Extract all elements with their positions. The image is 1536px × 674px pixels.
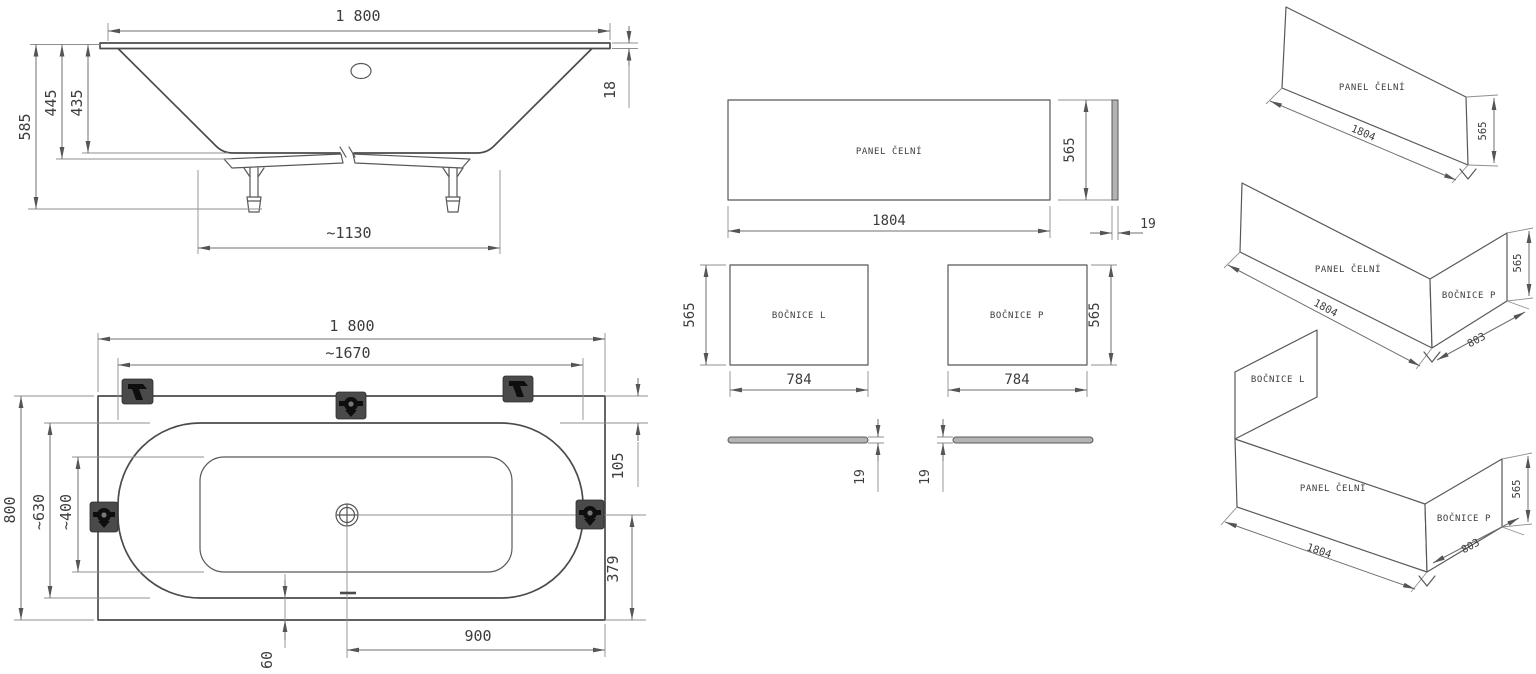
dim-plan-length: 1 800 — [97, 317, 606, 392]
foot-left — [243, 167, 265, 213]
bathtub-well — [199, 456, 513, 573]
dim-side-right-width: 784 — [947, 371, 1088, 397]
support-pad-right — [352, 153, 471, 169]
dim-rim-thickness: 18 — [601, 26, 638, 108]
front-panel-view: PANEL ČELNÍ 1804 565 19 — [727, 99, 1156, 240]
dim-side-left-width: 784 — [729, 371, 869, 397]
dim-front-panel-thickness: 19 — [1090, 206, 1156, 240]
dim-19-text: 19 — [1140, 217, 1156, 232]
plan-view: 1 800 ~1670 800 ~630 ~400 — [1, 317, 648, 669]
side-panel-right-outline — [947, 264, 1088, 366]
dim-side-left-height: 565 — [682, 264, 726, 366]
dim-feet-spacing: ~1130 — [197, 170, 501, 254]
dim-19-right-text: 19 — [918, 469, 933, 485]
left-edge-strip — [727, 436, 869, 444]
iso-front-panel: PANEL ČELNÍ 1804 565 — [1265, 6, 1499, 184]
dim-front-panel-width: 1804 — [727, 206, 1051, 238]
iso3-left-face — [1234, 329, 1318, 440]
dim-105-text: 105 — [609, 452, 627, 479]
iso3-left-label: BOČNICE L — [1251, 373, 1305, 385]
dim-rim-length: ~1670 — [117, 344, 584, 420]
dim-1804-text: 1804 — [872, 213, 906, 229]
bathtub-outer-edge — [97, 395, 606, 621]
dim-plan-1800-text: 1 800 — [329, 317, 374, 335]
dim-1130-text: ~1130 — [326, 224, 371, 242]
side-panel-left-outline — [729, 264, 869, 366]
side-panel-right-view: BOČNICE P 565 784 — [947, 264, 1117, 397]
iso2-corner-notch — [1423, 351, 1441, 363]
dim-side-right-height: 565 — [1087, 264, 1117, 366]
dim-bottom-gap: 60 — [258, 574, 288, 669]
side-panel-left-view: BOČNICE L 565 784 — [682, 264, 869, 397]
iso1-front-label: PANEL ČELNÍ — [1339, 81, 1405, 93]
dim-445-text: 445 — [42, 89, 60, 116]
dim-18-text: 18 — [601, 81, 619, 99]
iso-front-right-assembly: PANEL ČELNÍ BOČNICE P 1804 565 803 — [1223, 182, 1534, 370]
mounting-clip-left-middle — [89, 501, 119, 533]
dim-edge-gap: 105 — [560, 378, 648, 487]
dim-plan-width: 800 — [1, 395, 94, 621]
dim-630-text: ~630 — [30, 494, 48, 530]
bathtub-rim — [99, 42, 611, 50]
dim-drain-to-edge: 379 — [604, 515, 646, 621]
dim-front-panel-height: 565 — [1058, 99, 1112, 201]
dim-side-length-text: 1 800 — [335, 7, 380, 25]
iso1-corner-notch — [1459, 168, 1477, 180]
side-panel-right-edge-view: 19 — [918, 419, 1094, 492]
support-pad-left — [223, 153, 344, 169]
bathtub-shell-right — [353, 47, 593, 154]
dim-19-left-text: 19 — [853, 469, 868, 485]
dim-585-text: 585 — [16, 113, 34, 140]
iso2-front-label: PANEL ČELNÍ — [1315, 263, 1381, 275]
iso3-corner-notch — [1418, 575, 1436, 587]
dim-565-text: 565 — [1062, 137, 1078, 162]
dim-well-width: ~400 — [57, 456, 204, 573]
iso3-front-label: PANEL ČELNÍ — [1300, 482, 1366, 494]
dim-900-text: 900 — [464, 627, 491, 645]
dim-784-left-text: 784 — [786, 372, 811, 388]
dim-784-right-text: 784 — [1004, 372, 1029, 388]
iso-full-assembly: BOČNICE L PANEL ČELNÍ BOČNICE P 1804 565… — [1220, 329, 1533, 593]
iso1-dim-565: 565 — [1477, 122, 1489, 141]
dim-565-left-text: 565 — [682, 302, 698, 327]
dim-800-text: 800 — [1, 496, 19, 523]
right-edge-strip — [952, 436, 1094, 444]
dim-side-heights: 585 445 435 — [16, 44, 262, 210]
foot-right — [442, 167, 464, 213]
drain-centerlines — [346, 514, 646, 658]
side-view: 1 800 585 445 435 18 ~1130 — [16, 7, 638, 254]
dim-400-text: ~400 — [57, 494, 75, 530]
iso2-dim-803: 803 — [1465, 331, 1487, 351]
side-panel-right-label: BOČNICE P — [990, 309, 1044, 321]
dim-565-right-text: 565 — [1087, 302, 1103, 327]
mounting-clip-top-middle — [335, 391, 367, 420]
iso3-right-label: BOČNICE P — [1437, 512, 1491, 524]
dim-side-length: 1 800 — [107, 7, 611, 41]
side-panel-left-label: BOČNICE L — [772, 309, 826, 321]
dim-435-text: 435 — [68, 89, 86, 116]
side-panel-left-edge-view: 19 — [727, 419, 884, 492]
front-panel-edge-view — [1111, 99, 1119, 201]
dim-rim-width: ~630 — [30, 422, 150, 599]
mounting-clip-top-right — [502, 375, 534, 403]
overflow-hole-icon — [350, 62, 372, 80]
front-panel-outline — [727, 99, 1051, 201]
drain-icon — [335, 503, 359, 527]
front-panel-label: PANEL ČELNÍ — [856, 145, 922, 157]
iso2-right-label: BOČNICE P — [1442, 289, 1496, 301]
iso2-dim-565: 565 — [1512, 254, 1524, 273]
mounting-clip-right-middle — [575, 499, 605, 530]
dim-379-text: 379 — [604, 555, 622, 582]
dim-60-text: 60 — [258, 651, 276, 669]
dim-drain-offset: 900 — [347, 624, 606, 657]
mounting-clip-top-left — [121, 378, 154, 405]
dim-1670-text: ~1670 — [325, 344, 370, 362]
break-mark — [339, 146, 356, 158]
bathtub-shell-left — [117, 47, 341, 154]
iso3-dim-565: 565 — [1511, 480, 1523, 499]
iso3-dim-1804: 1804 — [1305, 541, 1333, 561]
